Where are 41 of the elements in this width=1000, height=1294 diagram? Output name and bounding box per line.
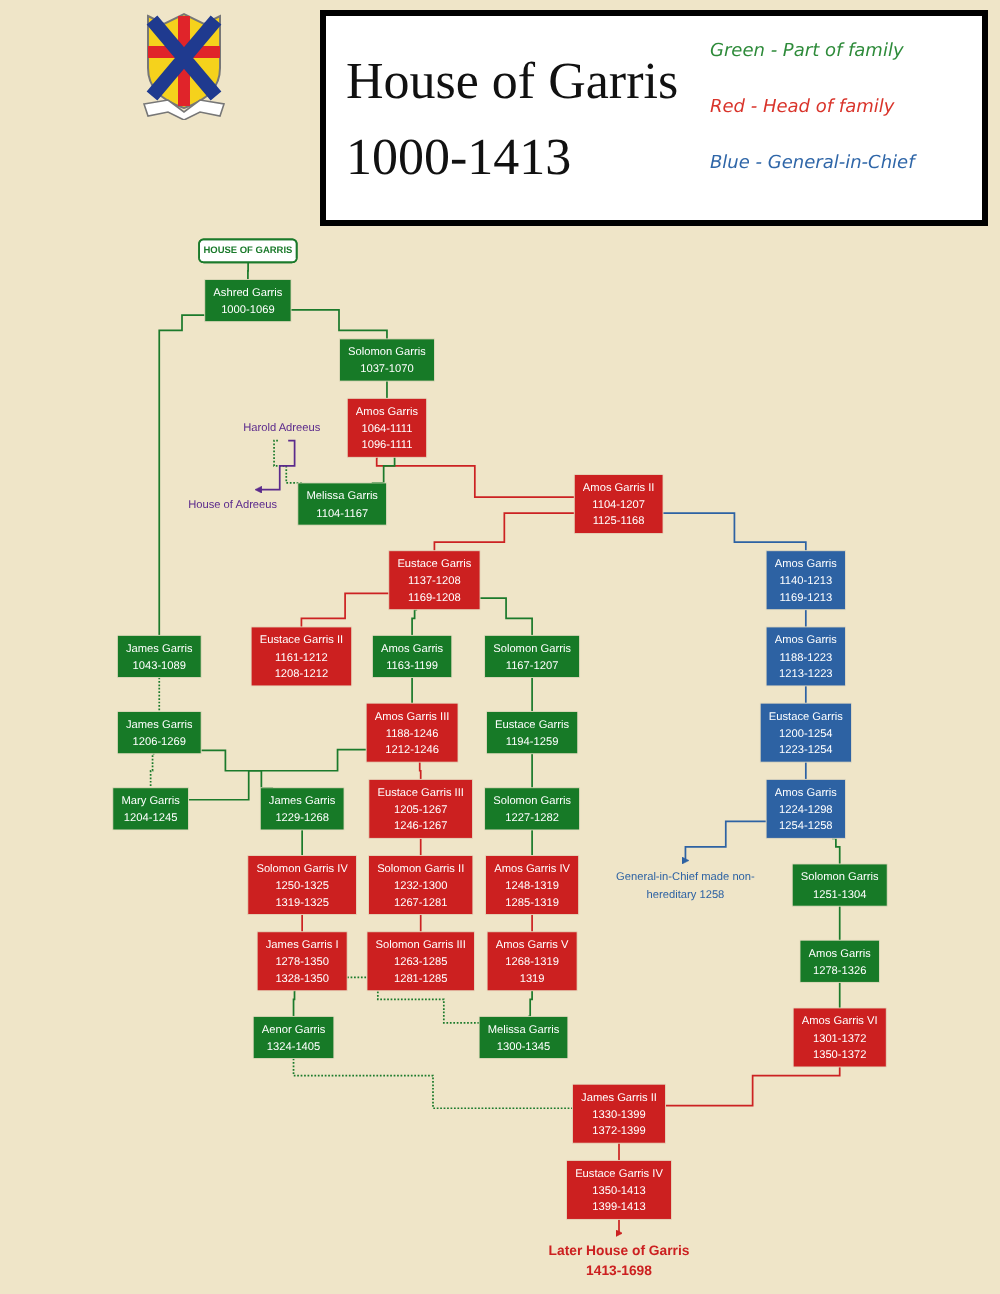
connector (664, 1066, 841, 1107)
connector (531, 913, 533, 933)
connector (386, 380, 388, 400)
connector (433, 512, 576, 552)
legend-entry: Blue - General-in-Chief (710, 152, 915, 176)
connector (300, 592, 390, 628)
connector (301, 829, 303, 857)
connector (419, 837, 422, 857)
connector (419, 913, 422, 933)
connector (158, 314, 206, 637)
connector (292, 1057, 574, 1110)
connector (531, 676, 533, 713)
connector (838, 981, 841, 1009)
connector (479, 597, 533, 637)
legend-entry: Red - Head of family (710, 96, 897, 120)
connector (804, 685, 807, 704)
connector (411, 608, 418, 637)
connector (301, 913, 303, 933)
connector (346, 976, 480, 1024)
legend-entry: Green - Part of family (710, 40, 906, 64)
connector (618, 1142, 620, 1162)
arrow (615, 1218, 623, 1237)
arrow (254, 439, 296, 494)
connector (149, 752, 156, 789)
connector (838, 905, 841, 942)
connector (831, 837, 841, 865)
connector (527, 989, 533, 1018)
connector (417, 761, 422, 781)
connector (804, 608, 807, 628)
diagram-title: House of Garris 1000-1413 (346, 50, 681, 190)
arrow (681, 820, 767, 865)
connector (375, 456, 576, 498)
connector (247, 261, 250, 281)
connector (531, 752, 533, 789)
connector (411, 676, 413, 704)
connector (804, 761, 807, 781)
connector (531, 829, 533, 857)
connector (158, 676, 161, 713)
connector (662, 512, 807, 552)
connector (292, 989, 297, 1018)
connector (290, 308, 388, 340)
